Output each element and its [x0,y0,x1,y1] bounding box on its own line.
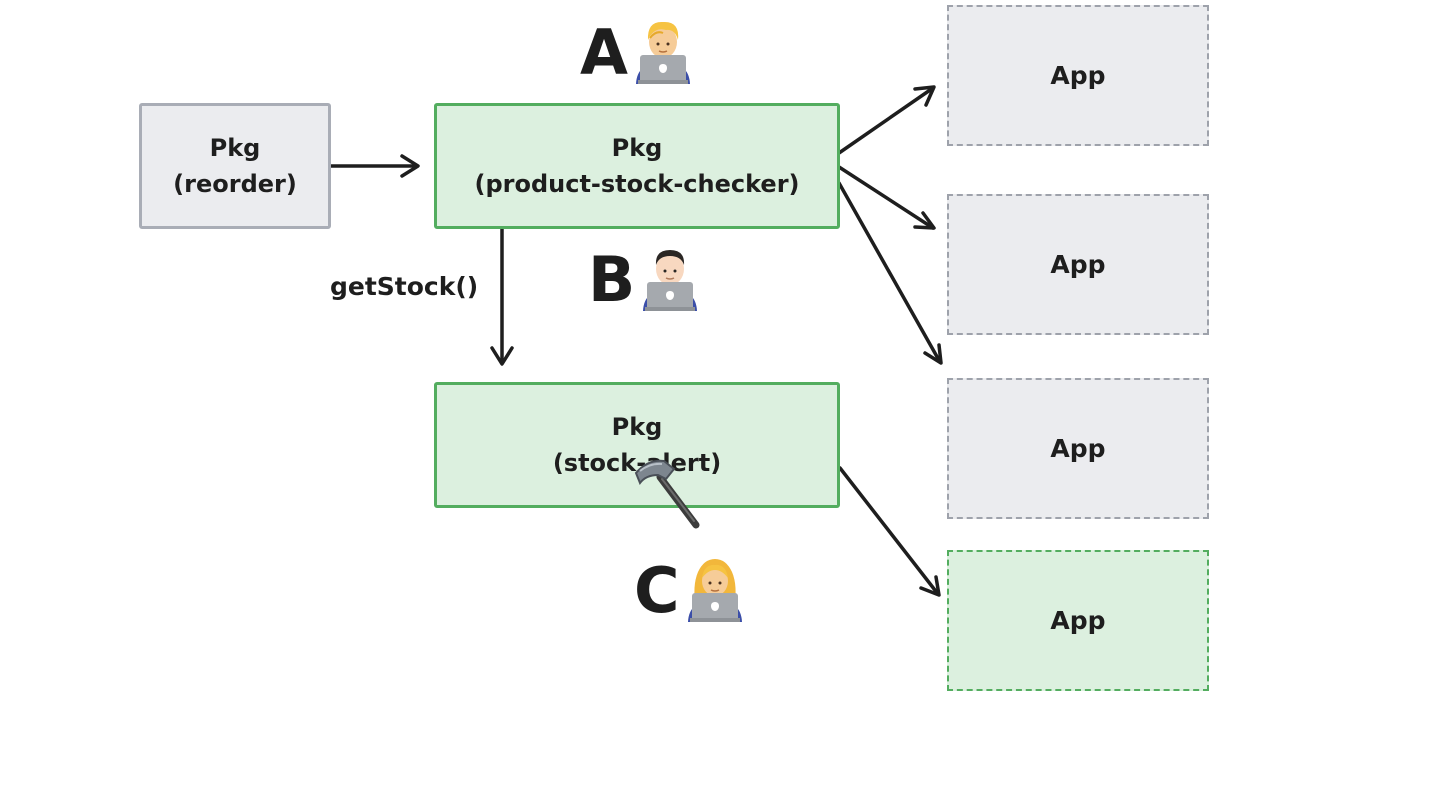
app-box-2[interactable]: App [947,194,1209,335]
developer-man-icon [643,250,698,311]
app-box-3[interactable]: App [947,378,1209,519]
package-product-stock-checker[interactable]: Pkg (product-stock-checker) [434,103,840,229]
arrow-reorder-to-checker [327,154,420,178]
package-reorder-title: Pkg [209,134,261,162]
package-alert-title: Pkg [611,413,663,441]
app-label: App [1050,605,1106,635]
app-box-1[interactable]: App [947,5,1209,146]
developer-a: A [580,18,692,84]
getstock-call-label: getStock() [330,272,479,301]
package-checker-title: Pkg [611,134,663,162]
developer-woman-icon [687,559,742,622]
developer-blond-icon [635,21,690,84]
package-reorder-name: (reorder) [173,170,297,198]
arrow-checker-to-app-1 [837,85,936,155]
hammer-icon [634,459,700,529]
arrow-checker-to-app-2 [837,165,936,230]
app-label: App [1050,60,1106,90]
developer-c: C [634,556,744,622]
developer-b: B [588,245,699,311]
app-label: App [1050,433,1106,463]
package-checker-name: (product-stock-checker) [474,170,800,198]
developer-a-letter: A [580,16,628,89]
developer-c-letter: C [634,554,680,627]
app-box-4[interactable]: App [947,550,1209,691]
app-label: App [1050,249,1106,279]
arrow-getstock [490,226,514,366]
package-reorder[interactable]: Pkg (reorder) [139,103,331,229]
arrow-alert-to-app-4 [838,466,941,597]
arrow-checker-to-app-3 [837,181,943,365]
developer-b-letter: B [588,243,636,316]
package-stock-alert[interactable]: Pkg (stock-alert) [434,382,840,508]
